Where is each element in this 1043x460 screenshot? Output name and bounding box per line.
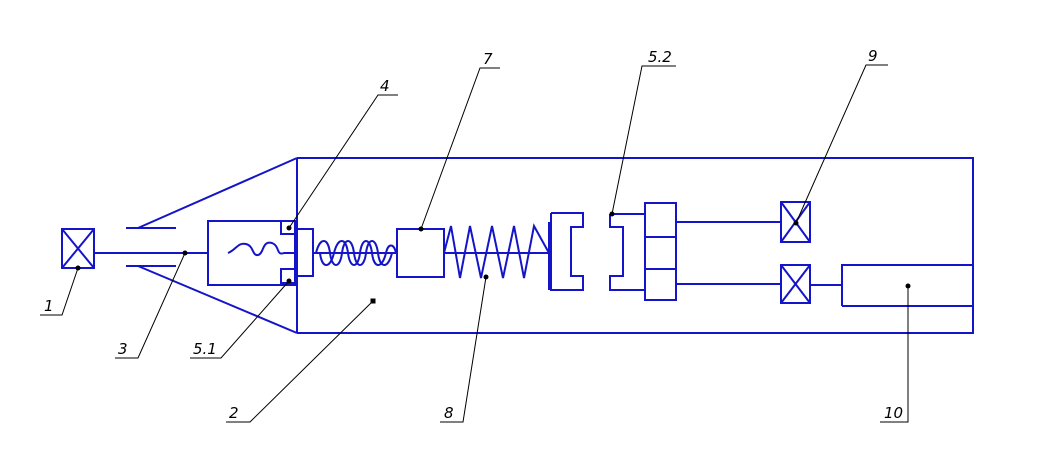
- stacked-box: [644, 202, 677, 301]
- callout-3: 3: [118, 340, 128, 358]
- small-spring: [297, 228, 397, 277]
- element-10-box: [810, 264, 973, 306]
- element-7-block: [396, 228, 445, 278]
- clutch-left: [548, 212, 584, 291]
- leader-lines: [40, 64, 911, 423]
- element-1-crossed-box: [61, 228, 95, 269]
- callout-5-2: 5.2: [648, 48, 672, 66]
- callout-7: 7: [483, 50, 493, 68]
- callout-8: 8: [444, 404, 454, 422]
- callout-5-1: 5.1: [193, 340, 217, 358]
- element-block-wave: [207, 220, 296, 286]
- cone-nozzle: [126, 157, 298, 334]
- callout-4: 4: [380, 77, 390, 95]
- housing: [296, 157, 974, 334]
- callout-1: 1: [44, 297, 54, 315]
- callout-2: 2: [229, 404, 239, 422]
- callout-labels: 1 3 4 5.1 2 7 8 5.2 9 10: [44, 47, 903, 422]
- large-spring: [443, 223, 550, 279]
- bearings-9: [780, 201, 811, 304]
- callout-10: 10: [884, 404, 903, 422]
- shafts: [676, 221, 781, 285]
- clutch-right-5-2: [609, 213, 646, 291]
- callout-9: 9: [868, 47, 878, 65]
